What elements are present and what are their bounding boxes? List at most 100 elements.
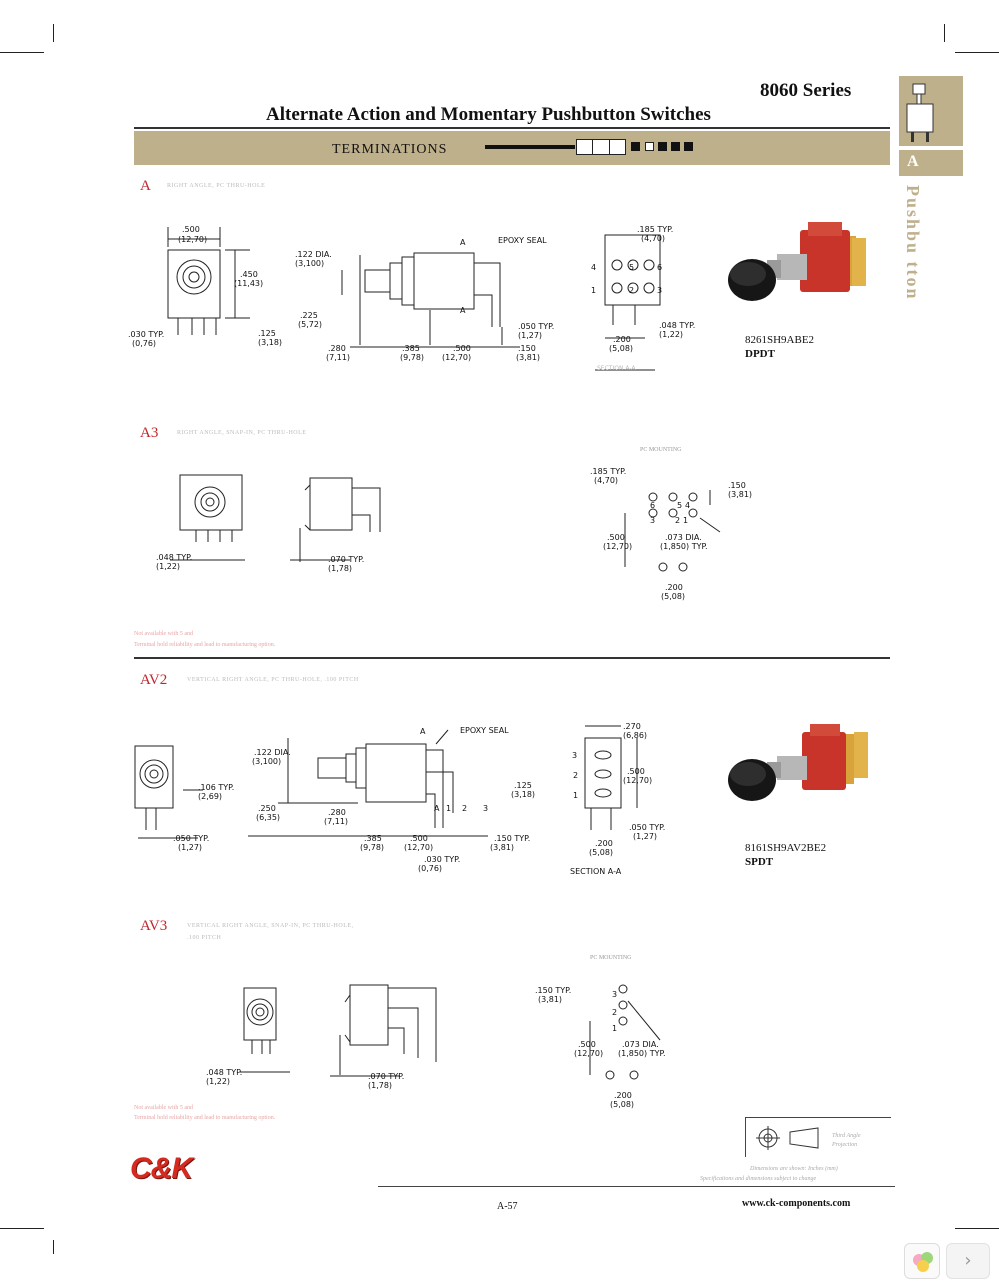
svg-text:3: 3 [483, 804, 488, 813]
dim-text: (3,18) [511, 790, 535, 799]
dim-text: (3,81) [728, 490, 752, 499]
legend-label-2: Projection [832, 1142, 858, 1148]
dim-text: .385 [402, 344, 420, 353]
note-av3-2: Terminal hold reliability and lead to ma… [134, 1115, 276, 1121]
dim-text: .500 [578, 1040, 596, 1049]
svg-text:1: 1 [683, 516, 688, 525]
dim-text: .106 TYP. [198, 783, 234, 792]
dim-text: .122 DIA. [295, 250, 332, 259]
dim-text: .125 [258, 329, 276, 338]
pc-mounting-label-av3: PC MOUNTING [590, 955, 632, 961]
dim-text: .150 [518, 344, 536, 353]
dim-text: A [420, 727, 426, 736]
dim-text: (12,70) [178, 235, 207, 244]
dim-text: (1,78) [328, 564, 352, 573]
dim-text: .073 DIA. [622, 1040, 659, 1049]
pole-type-a: DPDT [745, 348, 775, 360]
footer-rule [378, 1186, 895, 1187]
dim-text: (3,81) [516, 353, 540, 362]
product-photo-a [728, 222, 866, 301]
section-subtitle-av2: VERTICAL RIGHT ANGLE, PC THRU-HOLE, .100… [187, 677, 359, 683]
svg-text:1: 1 [612, 1024, 617, 1033]
section-label: SECTION A-A [570, 867, 622, 876]
dim-text: (1,27) [633, 832, 657, 841]
dim-text: (12,70) [404, 843, 433, 852]
svg-text:2: 2 [675, 516, 680, 525]
svg-text:3: 3 [572, 751, 577, 760]
svg-text:1: 1 [446, 804, 451, 813]
dim-text: .150 TYP. [494, 834, 530, 843]
dim-text: .500 [453, 344, 471, 353]
dim-text: .050 TYP. [173, 834, 209, 843]
dim-text: (6,35) [256, 813, 280, 822]
epoxy-seal-label: EPOXY SEAL [460, 726, 509, 735]
dim-text: (1,27) [518, 331, 542, 340]
dim-text: (3,100) [252, 757, 281, 766]
dim-text: (3,100) [295, 259, 324, 268]
dim-text: .070 TYP. [328, 555, 364, 564]
dim-text: .185 TYP. [637, 225, 673, 234]
code-box [576, 139, 626, 155]
dim-text: (5,08) [609, 344, 633, 353]
dim-text: (6,86) [623, 731, 647, 740]
dim-text: .150 TYP. [535, 986, 571, 995]
viewer-app-button[interactable] [904, 1243, 940, 1279]
dim-text: (7,11) [326, 353, 350, 362]
dim-text: .500 [182, 225, 200, 234]
section-subtitle-a3: RIGHT ANGLE, SNAP-IN, PC THRU-HOLE [177, 430, 307, 436]
legend-label-1: Third Angle [832, 1133, 861, 1139]
product-photo-av2 [728, 724, 868, 801]
dim-text: .280 [328, 344, 346, 353]
svg-text:1: 1 [591, 286, 596, 295]
note-av3-1: Not available with 5 and [134, 1105, 193, 1111]
dim-text: .200 [665, 583, 683, 592]
section-divider [134, 657, 890, 659]
page-title: Alternate Action and Momentary Pushbutto… [266, 104, 711, 125]
note-a3-1: Not available with 5 and [134, 631, 193, 637]
dim-text: .200 [614, 1091, 632, 1100]
svg-text:5: 5 [677, 501, 682, 510]
part-number-a: 8261SH9ABE2 [745, 334, 815, 346]
dim-text: (5,72) [298, 320, 322, 329]
code-square [645, 142, 654, 151]
dim-text: .185 TYP. [590, 467, 626, 476]
dim-text: (9,78) [400, 353, 424, 362]
dim-text: (12,70) [603, 542, 632, 551]
dim-text: (1,22) [156, 562, 180, 571]
dim-text: .385 [364, 834, 382, 843]
section-code-av3: AV3 [140, 918, 168, 934]
dim-text: (4,70) [594, 476, 618, 485]
dim-text: (3,81) [538, 995, 562, 1004]
next-page-button[interactable]: › [946, 1243, 990, 1279]
side-switch-icon-panel [899, 76, 963, 146]
drawing-a-side-views: .500 (12,70) .450 (11,43) .030 TYP. (0,7… [128, 225, 554, 362]
dim-text: .270 [623, 722, 641, 731]
website-link[interactable]: www.ck-components.com [742, 1198, 851, 1209]
svg-text:2: 2 [462, 804, 467, 813]
section-code-av2: AV2 [140, 672, 168, 688]
note-a3-2: Terminal hold reliability and lead to ma… [134, 642, 276, 648]
svg-text:5: 5 [629, 263, 634, 272]
dim-text: .200 [595, 839, 613, 848]
epoxy-seal-label: EPOXY SEAL [498, 236, 547, 245]
dim-text: (2,69) [198, 792, 222, 801]
drawing-av2-side-views: .106 TYP. (2,69) .050 TYP. (1,27) .122 D… [134, 726, 535, 873]
code-fill [631, 142, 640, 151]
side-tab-word: Pushbu tton [903, 185, 923, 301]
drawing-av3-side-views: .048 TYP. (1,22) .070 TYP. (1,78) [206, 984, 437, 1090]
dim-text: A [460, 238, 466, 247]
section-subtitle-a: RIGHT ANGLE, PC THRU-HOLE [167, 183, 266, 189]
svg-text:6: 6 [650, 501, 655, 510]
dim-text: .048 TYP. [156, 553, 192, 562]
section-subtitle-av3: VERTICAL RIGHT ANGLE, SNAP-IN, PC THRU-H… [187, 923, 354, 929]
dim-text: .500 [410, 834, 428, 843]
drawing-av2-section: .270 (6,86) .500 (12,70) 321 .050 TYP. (… [570, 722, 665, 876]
dim-text: A [434, 804, 440, 813]
part-number-av2: 8161SH9AV2BE2 [745, 842, 827, 854]
svg-text:3: 3 [612, 990, 617, 999]
drawing-av3-pc-footprint: .150 TYP. (3,81) 321 .500 (12,70) .073 D… [535, 984, 666, 1109]
dim-text: (1,22) [659, 330, 683, 339]
dim-text: A [460, 306, 466, 315]
disclaimer-1: Dimensions are shown: Inches (mm) [750, 1166, 838, 1172]
dim-text: (3,81) [490, 843, 514, 852]
